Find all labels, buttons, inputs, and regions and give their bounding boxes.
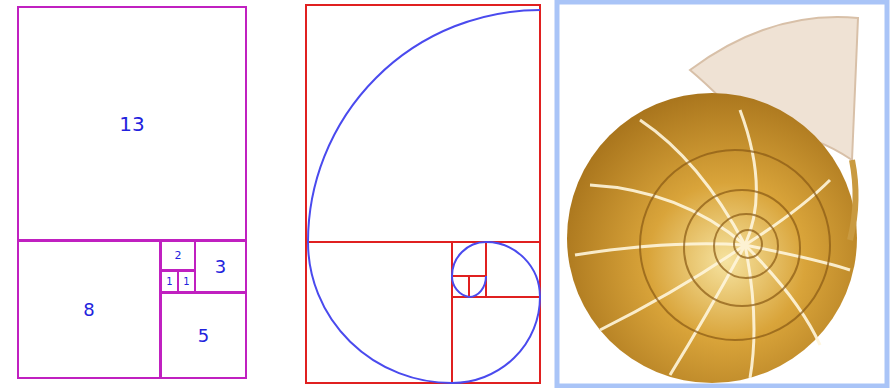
fibonacci-square: 1 [177, 270, 196, 293]
square-number: 13 [119, 114, 144, 134]
square-number: 8 [83, 301, 94, 319]
square-number: 5 [198, 327, 209, 345]
fibonacci-square: 5 [160, 292, 247, 379]
square-number: 1 [183, 277, 189, 287]
square-number: 3 [215, 258, 226, 276]
square-number: 2 [175, 250, 182, 261]
fibonacci-square: 13 [17, 6, 247, 241]
fibonacci-square: 8 [17, 240, 161, 379]
nautilus-shell [557, 2, 887, 386]
fibonacci-square: 3 [194, 240, 247, 293]
fibonacci-square: 2 [160, 240, 196, 271]
spiral-figure [306, 5, 540, 383]
square-number: 1 [166, 277, 172, 287]
